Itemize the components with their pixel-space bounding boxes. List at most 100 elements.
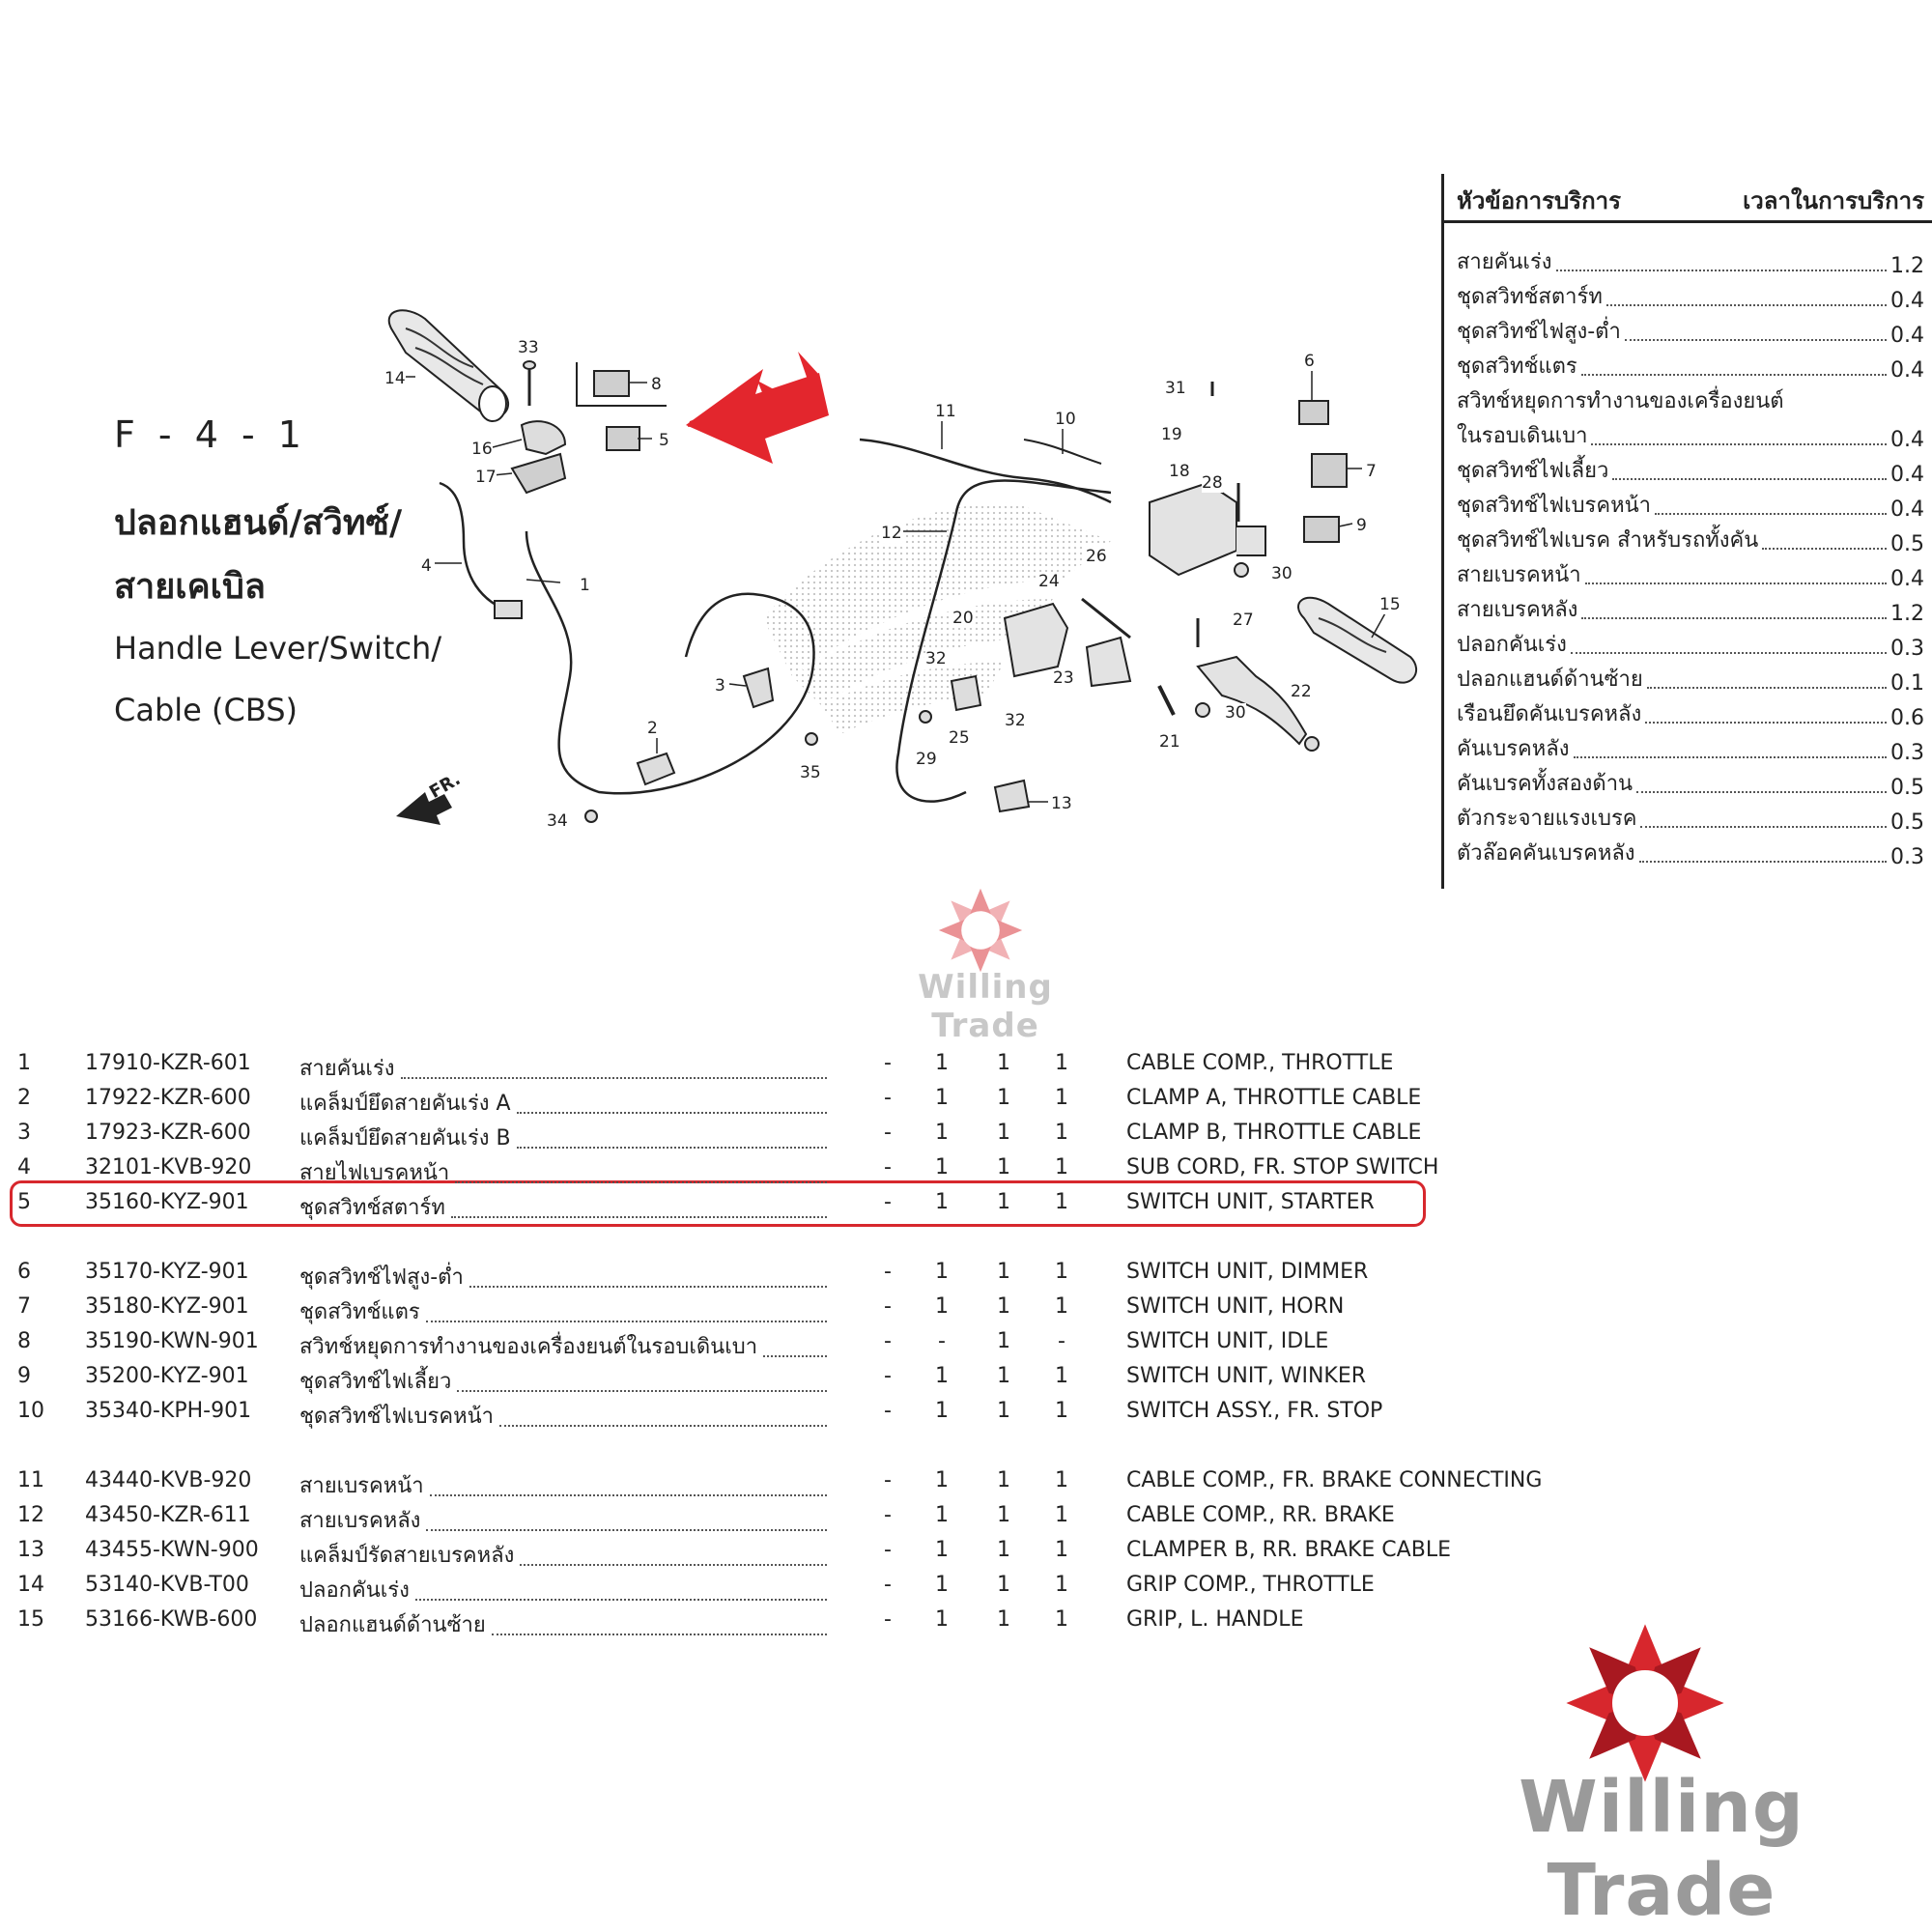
quantity-2: 1 bbox=[935, 1538, 949, 1562]
part-number: 35190-KWN-901 bbox=[85, 1329, 259, 1353]
callout-22: 22 bbox=[1291, 682, 1312, 701]
dot-leader bbox=[1655, 513, 1887, 515]
service-topic-label: ชุดสวิทช์ไฟเลี้ยว bbox=[1457, 459, 1609, 483]
callout-17: 17 bbox=[475, 468, 497, 487]
quantity-3: 1 bbox=[997, 1329, 1010, 1353]
dot-leader bbox=[520, 1538, 827, 1566]
english-description: CLAMP B, THROTTLE CABLE bbox=[1126, 1121, 1422, 1145]
service-topic-header: หัวข้อการบริการ bbox=[1457, 187, 1622, 214]
quantity-4: 1 bbox=[1055, 1503, 1068, 1527]
watermark-logo-large bbox=[1566, 1624, 1724, 1782]
callout-24: 24 bbox=[1038, 572, 1060, 591]
dot-leader bbox=[425, 1294, 827, 1322]
thai-description-text: ชุดสวิทช์ไฟสูง-ต่ำ bbox=[299, 1265, 464, 1290]
dot-leader bbox=[1762, 548, 1887, 550]
service-time-value: 1.2 bbox=[1890, 602, 1924, 626]
quantity-3: 1 bbox=[997, 1399, 1010, 1423]
quantity-4: 1 bbox=[1055, 1573, 1068, 1597]
ref-number: 8 bbox=[17, 1329, 31, 1353]
service-time-value: 0.4 bbox=[1890, 463, 1924, 487]
dot-leader bbox=[469, 1260, 827, 1288]
dot-leader bbox=[763, 1329, 827, 1357]
callout-13: 13 bbox=[1051, 794, 1072, 813]
quantity-2: 1 bbox=[935, 1399, 949, 1423]
service-topic-label: สวิทช์หยุดการทำงานของเครื่องยนต์ bbox=[1457, 389, 1784, 413]
part-number: 35160-KYZ-901 bbox=[85, 1190, 249, 1214]
callout-9: 9 bbox=[1356, 516, 1367, 535]
dot-leader bbox=[1640, 826, 1887, 828]
ref-number: 15 bbox=[17, 1607, 44, 1632]
quantity-1: - bbox=[884, 1121, 892, 1145]
thai-description: สวิทช์หยุดการทำงานของเครื่องยนต์ในรอบเดิ… bbox=[299, 1329, 827, 1363]
english-description: CLAMPER B, RR. BRAKE CABLE bbox=[1126, 1538, 1451, 1562]
quantity-1: - bbox=[884, 1051, 892, 1075]
figure-title-thai-line2: สายเคเบิล bbox=[114, 567, 266, 607]
switch-unit-7-part bbox=[1311, 453, 1348, 488]
front-direction-marker bbox=[396, 792, 452, 825]
callout-10: 10 bbox=[1055, 410, 1076, 429]
thai-description: แคล็มป์ยึดสายคันเร่ง A bbox=[299, 1086, 827, 1120]
callout-33: 33 bbox=[518, 338, 539, 357]
quantity-2: 1 bbox=[935, 1607, 949, 1632]
thai-description: แคล็มป์รัดสายเบรคหลัง bbox=[299, 1538, 827, 1572]
callout-30: 30 bbox=[1225, 703, 1246, 723]
service-topic-label: สายเบรคหลัง bbox=[1457, 598, 1578, 622]
quantity-4: 1 bbox=[1055, 1294, 1068, 1319]
switch-unit-5-part bbox=[606, 426, 640, 451]
service-time-value: 0.3 bbox=[1890, 637, 1924, 661]
ref-number: 1 bbox=[17, 1051, 31, 1075]
switch-unit-9-part bbox=[1303, 516, 1340, 543]
ref-number: 12 bbox=[17, 1503, 44, 1527]
plate-25-part bbox=[950, 674, 982, 712]
service-time-value: 0.5 bbox=[1890, 810, 1924, 835]
part-number: 43440-KVB-920 bbox=[85, 1468, 252, 1492]
part-number: 35180-KYZ-901 bbox=[85, 1294, 249, 1319]
quantity-4: 1 bbox=[1055, 1121, 1068, 1145]
service-time-value: 0.5 bbox=[1890, 776, 1924, 800]
callout-6: 6 bbox=[1304, 352, 1315, 371]
ref-number: 7 bbox=[17, 1294, 31, 1319]
callout-35: 35 bbox=[800, 763, 821, 782]
thai-description-text: ปลอกแฮนด์ด้านซ้าย bbox=[299, 1613, 486, 1637]
quantity-2: 1 bbox=[935, 1260, 949, 1284]
thai-description-text: สวิทช์หยุดการทำงานของเครื่องยนต์ในรอบเดิ… bbox=[299, 1335, 758, 1359]
thai-description: ชุดสวิทช์ไฟเบรคหน้า bbox=[299, 1399, 827, 1433]
callout-2: 2 bbox=[647, 719, 658, 738]
service-time-row: คันเบรคทั้งสองด้าน 0.5 bbox=[1457, 765, 1924, 800]
thai-description-text: สายเบรคหลัง bbox=[299, 1509, 421, 1533]
quantity-2: 1 bbox=[935, 1086, 949, 1110]
switch-housing-part bbox=[1149, 481, 1266, 577]
english-description: SWITCH ASSY., FR. STOP bbox=[1126, 1399, 1383, 1423]
switch-unit-8-part bbox=[593, 370, 630, 397]
service-topic-label: ชุดสวิทช์ไฟเบรคหน้า bbox=[1457, 494, 1651, 518]
english-description: GRIP, L. HANDLE bbox=[1126, 1607, 1304, 1632]
part-number: 35340-KPH-901 bbox=[85, 1399, 252, 1423]
thai-description: แคล็มป์ยึดสายคันเร่ง B bbox=[299, 1121, 827, 1154]
thai-description-text: แคล็มป์ยึดสายคันเร่ง B bbox=[299, 1126, 511, 1151]
ref-number: 13 bbox=[17, 1538, 44, 1562]
ref-number: 9 bbox=[17, 1364, 31, 1388]
callout-18: 18 bbox=[1169, 462, 1190, 481]
thai-description: ชุดสวิทช์ไฟเลี้ยว bbox=[299, 1364, 827, 1398]
service-topic-label: คันเบรคทั้งสองด้าน bbox=[1457, 772, 1634, 796]
quantity-4: 1 bbox=[1055, 1051, 1068, 1075]
part-number: 32101-KVB-920 bbox=[85, 1155, 252, 1179]
thai-description: ปลอกแฮนด์ด้านซ้าย bbox=[299, 1607, 827, 1641]
thai-description-text: ชุดสวิทช์ไฟเลี้ยว bbox=[299, 1370, 452, 1394]
quantity-2: - bbox=[938, 1329, 946, 1353]
quantity-1: - bbox=[884, 1086, 892, 1110]
nut-30b-part bbox=[1195, 702, 1210, 718]
callout-26: 26 bbox=[1086, 547, 1107, 566]
callout-34: 34 bbox=[547, 811, 568, 831]
clamper-13-part bbox=[993, 779, 1031, 813]
